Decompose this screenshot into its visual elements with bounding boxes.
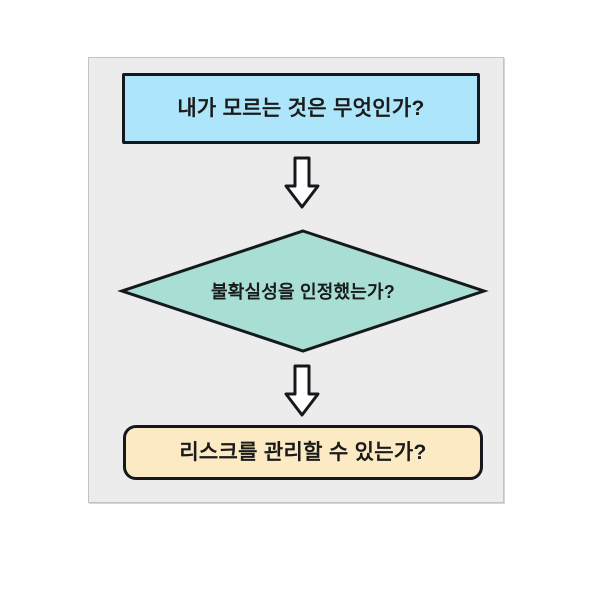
- flowchart-node-question-label: 내가 모르는 것은 무엇인가?: [177, 96, 425, 120]
- flowchart-node-decision[interactable]: 불확실성을 인정했는가?: [116, 225, 490, 357]
- flowchart-node-decision-label: 불확실성을 인정했는가?: [211, 282, 395, 302]
- arrow-down-icon-2: [282, 364, 322, 418]
- flowchart-node-action-label: 리스크를 관리할 수 있는가?: [179, 440, 427, 464]
- flowchart-node-action[interactable]: 리스크를 관리할 수 있는가?: [123, 425, 483, 480]
- flowchart-panel: 내가 모르는 것은 무엇인가? 불확실성을 인정했는가? 리스크를 관리할 수 …: [88, 57, 504, 503]
- flowchart-node-question[interactable]: 내가 모르는 것은 무엇인가?: [122, 73, 480, 144]
- arrow-down-icon-1: [282, 156, 322, 210]
